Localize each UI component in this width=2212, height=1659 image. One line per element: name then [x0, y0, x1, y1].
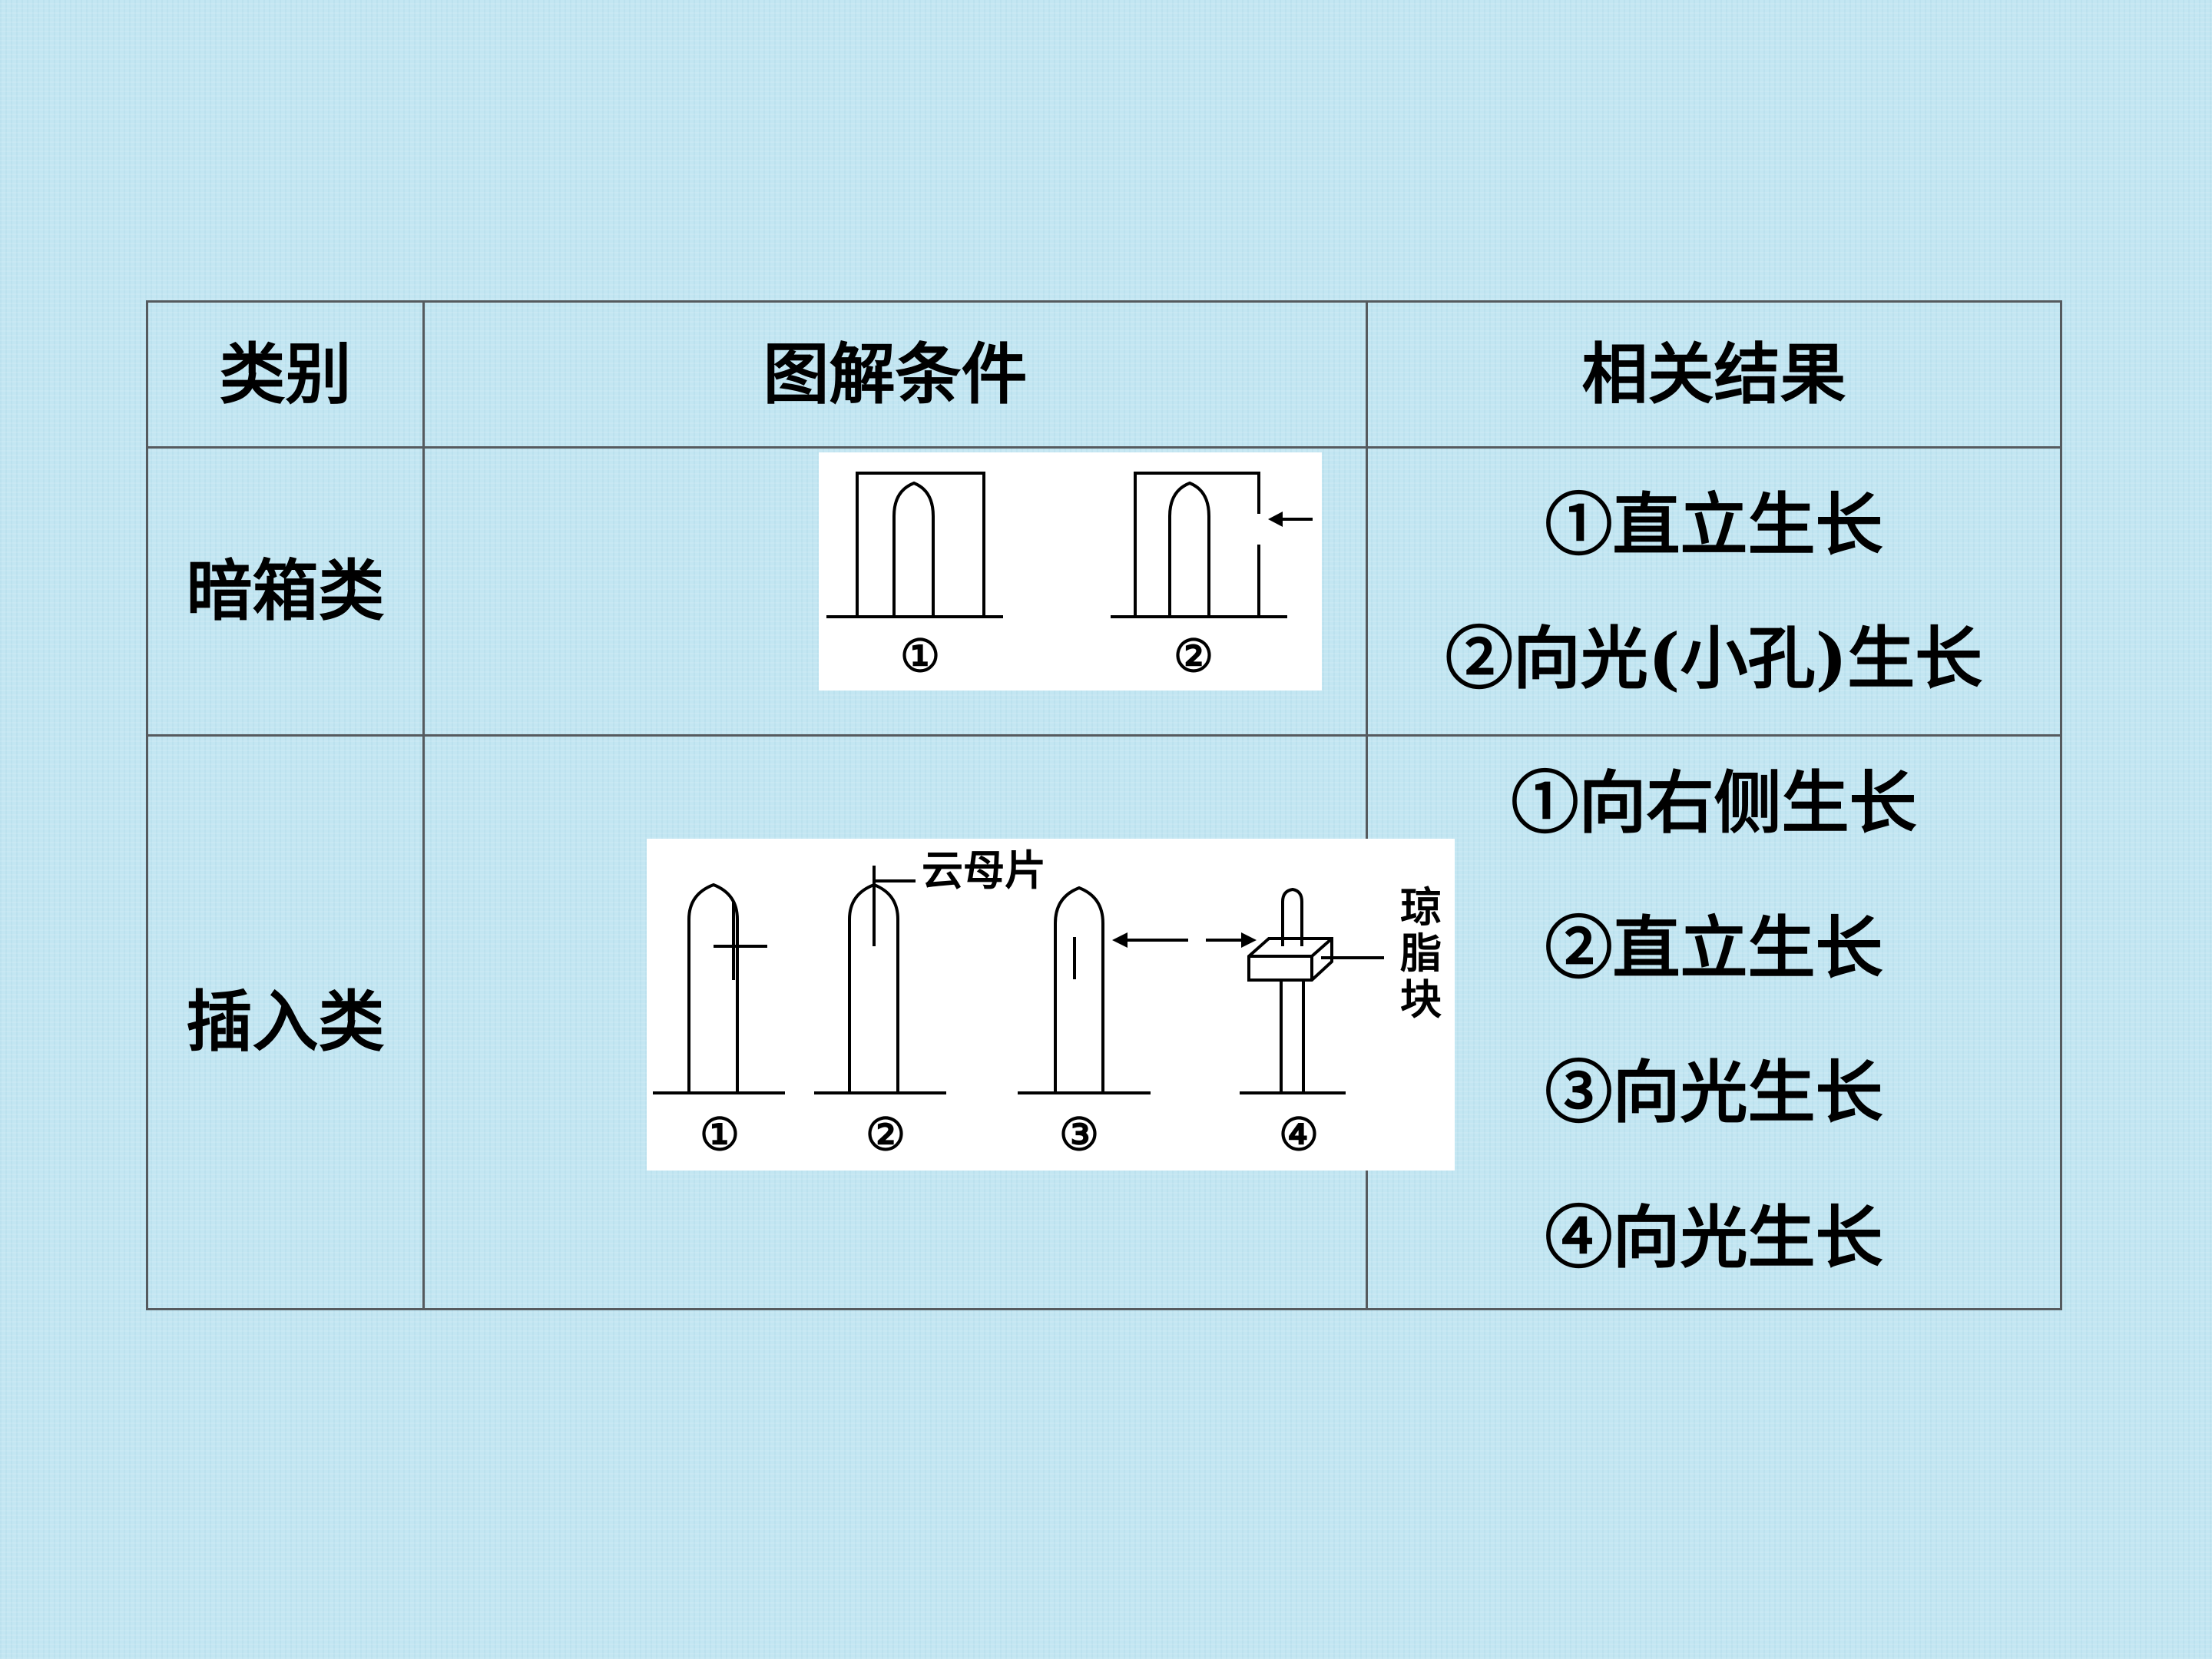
coleoptile-2 — [1168, 481, 1210, 617]
category-cell-dark-box: 暗箱类 — [146, 446, 425, 737]
result-dark-1: ①直立生长 — [1545, 485, 1883, 565]
coleoptile-tip-4 — [1281, 887, 1303, 946]
figure-cell-dark-box: ① ② — [422, 446, 1368, 737]
result-insert-4: ④向光生长 — [1545, 1197, 1883, 1277]
result-insert-1: ①向右侧生长 — [1511, 763, 1917, 843]
results-insertion: ①向右侧生长 ②直立生长 ③向光生长 ④向光生长 — [1368, 737, 2060, 1308]
dark-box-2-with-hole — [1134, 472, 1260, 617]
coleoptile-insert-1 — [687, 882, 739, 1093]
result-insert-2: ②直立生长 — [1545, 907, 1883, 988]
dark-box-diagram: ① ② — [826, 472, 1313, 682]
insertion-diagram: 云母片 琼 脂 块 ① ② ③ ④ — [653, 846, 1442, 1161]
light-arrow-icon — [1268, 512, 1283, 527]
header-category-text: 类别 — [219, 335, 352, 413]
header-result: 相关结果 — [1366, 300, 2062, 449]
dark-box-figure: ① ② — [819, 452, 1322, 690]
dark-box-label-1: ① — [900, 630, 940, 682]
agar-label-char-3: 块 — [1400, 975, 1442, 1024]
mica-label: 云母片 — [922, 846, 1046, 895]
insertion-label-4: ④ — [1279, 1108, 1319, 1161]
light-arrow-3-icon — [1112, 932, 1128, 948]
result-cell-insertion: ①向右侧生长 ②直立生长 ③向光生长 ④向光生长 — [1366, 734, 2062, 1310]
agar-block-edge-diag — [1310, 937, 1333, 958]
insertion-label-2: ② — [866, 1108, 906, 1161]
experiment-table: 类别 图解条件 相关结果 暗箱类 — [146, 300, 2062, 1310]
light-arrow-4-icon — [1241, 932, 1257, 948]
table-row-insertion: 插入类 — [146, 734, 2062, 1310]
coleoptile-insert-3 — [1054, 886, 1104, 1093]
dark-box-1 — [856, 472, 985, 617]
results-dark-box: ①直立生长 ②向光(小孔)生长 — [1368, 449, 2060, 734]
header-condition: 图解条件 — [422, 300, 1368, 449]
header-condition-text: 图解条件 — [763, 335, 1028, 413]
table-header-row: 类别 图解条件 相关结果 — [146, 300, 2062, 449]
dark-box-label-2: ② — [1174, 630, 1214, 682]
insertion-label-1: ① — [700, 1108, 740, 1161]
insertion-figure: 云母片 琼 脂 块 ① ② ③ ④ — [647, 839, 1455, 1171]
header-category: 类别 — [146, 300, 425, 449]
category-dark-box: 暗箱类 — [186, 552, 385, 630]
figure-cell-insertion: 云母片 琼 脂 块 ① ② ③ ④ — [422, 734, 1455, 1310]
coleoptile-1 — [892, 481, 935, 617]
result-dark-2: ②向光(小孔)生长 — [1445, 618, 1983, 698]
agar-block — [1247, 937, 1333, 982]
agar-label-char-1: 琼 — [1400, 882, 1442, 932]
category-insertion: 插入类 — [186, 983, 385, 1061]
agar-label-char-2: 脂 — [1400, 929, 1442, 978]
header-result-text: 相关结果 — [1581, 335, 1846, 413]
insertion-label-3: ③ — [1059, 1108, 1099, 1161]
category-cell-insertion: 插入类 — [146, 734, 425, 1310]
table-row-dark-box: 暗箱类 ① — [146, 446, 2062, 737]
result-insert-3: ③向光生长 — [1545, 1052, 1883, 1133]
result-cell-dark-box: ①直立生长 ②向光(小孔)生长 — [1366, 446, 2062, 737]
